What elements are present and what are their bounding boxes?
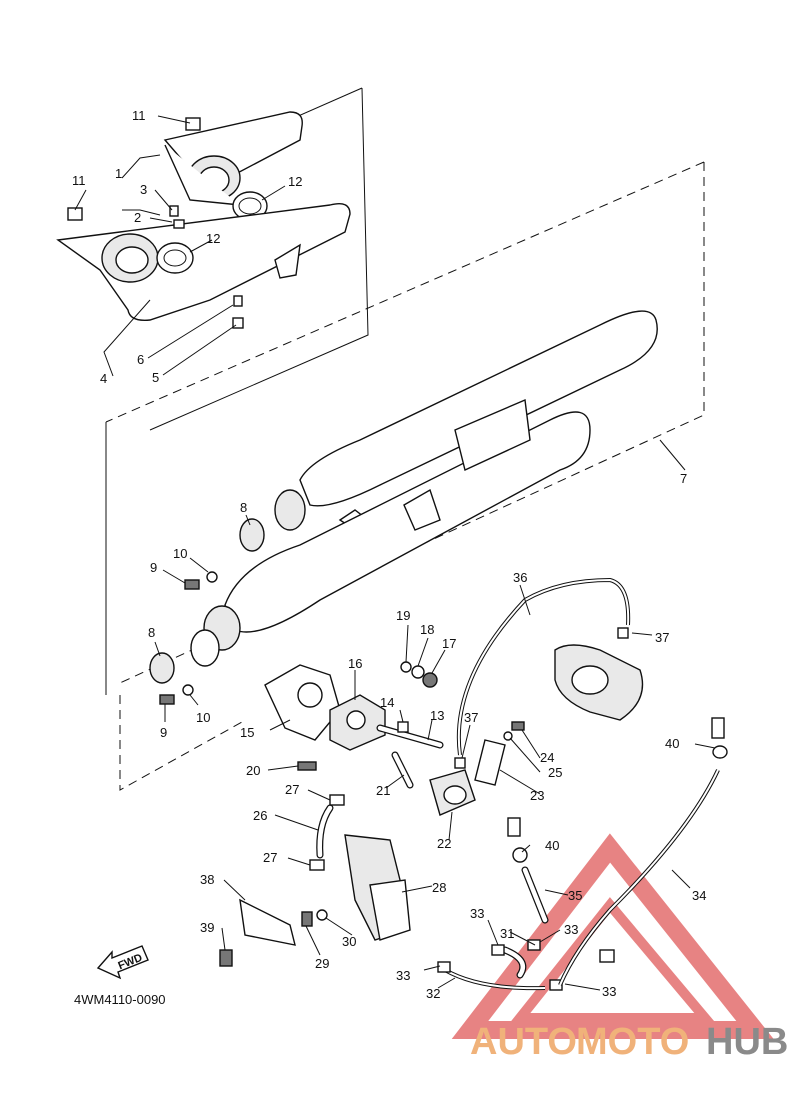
label-16: 16 [348,656,362,671]
label-4: 4 [100,371,107,386]
label-17: 17 [442,636,456,651]
label-10-lower: 10 [196,710,210,725]
air-induction-system [219,577,728,991]
label-12-lower: 12 [206,231,220,246]
watermark-text-auto: AUTO [470,1021,577,1063]
label-24: 24 [540,750,554,765]
clamp-lower-icon [149,652,175,684]
fwd-arrow-icon: FWD [96,945,149,980]
exhaust-pipe-group [56,87,369,431]
label-37-left: 37 [464,710,478,725]
label-5: 5 [152,370,159,385]
label-2: 2 [134,210,141,225]
label-22: 22 [437,836,451,851]
label-9-upper: 9 [150,560,157,575]
label-7: 7 [680,471,687,486]
clamp-upper-icon [239,518,265,552]
label-31: 31 [500,926,514,941]
label-15: 15 [240,725,254,740]
bolt-9-upper-icon [184,579,200,590]
label-6: 6 [137,352,144,367]
label-32: 32 [426,986,440,1001]
label-25: 25 [548,765,562,780]
label-33-lower: 33 [602,984,616,999]
label-13: 13 [430,708,444,723]
label-20: 20 [246,763,260,778]
bolt-11-upper-icon [185,117,201,131]
watermark-text-hub: HUB [706,1021,788,1063]
label-27-lower: 27 [263,850,277,865]
label-8-upper: 8 [240,500,247,515]
label-11-upper: 11 [132,108,146,123]
watermark-triangle-icon [451,833,774,1039]
part-labels: 11 12 1 11 3 2 12 6 4 5 7 8 10 9 8 10 9 … [72,108,706,1001]
label-29: 29 [315,956,329,971]
label-23: 23 [530,788,544,803]
label-11-lower: 11 [72,173,86,188]
label-3: 3 [140,182,147,197]
muffler-assembly [105,161,705,791]
label-1: 1 [115,166,122,181]
diagram-code: 4WM4110-0090 [74,992,166,1007]
label-33-left: 33 [396,968,410,983]
label-27-upper: 27 [285,782,299,797]
watermark-text-moto: MOTO [576,1021,689,1063]
bolt-11-lower-icon [67,207,83,221]
label-18: 18 [420,622,434,637]
label-39: 39 [200,920,214,935]
label-35: 35 [568,888,582,903]
label-40-right: 40 [665,736,679,751]
bolt-9-lower-icon [159,694,175,705]
label-12-upper: 12 [288,174,302,189]
label-28: 28 [432,880,446,895]
label-37-right: 37 [655,630,669,645]
label-21: 21 [376,783,390,798]
label-26: 26 [253,808,267,823]
label-40-mid: 40 [545,838,559,853]
label-33-right: 33 [564,922,578,937]
label-30: 30 [342,934,356,949]
label-33-upper: 33 [470,906,484,921]
label-34: 34 [692,888,706,903]
label-19: 19 [396,608,410,623]
label-10-upper: 10 [173,546,187,561]
label-38: 38 [200,872,214,887]
label-14: 14 [380,695,394,710]
label-8-lower: 8 [148,625,155,640]
label-36: 36 [513,570,527,585]
watermark-logo: AUTO MOTO HUB [470,1021,788,1063]
label-9-lower: 9 [160,725,167,740]
